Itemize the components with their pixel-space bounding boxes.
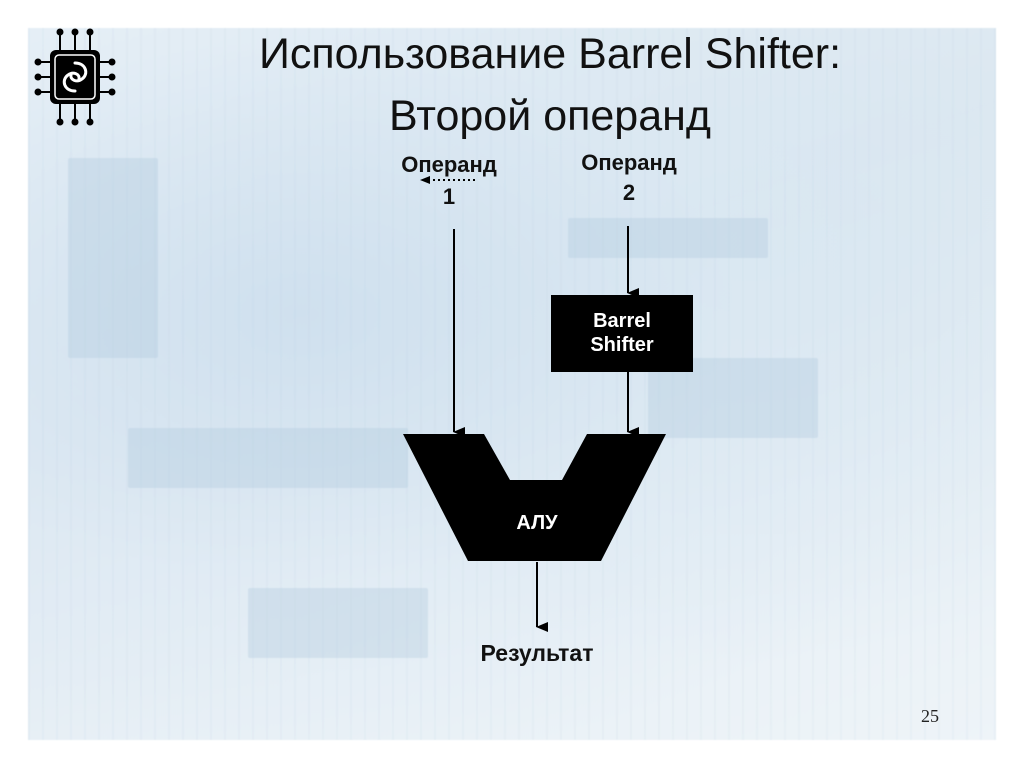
operand1-dotted-marker-head — [420, 176, 430, 184]
operand2-label: Операнд 2 — [554, 150, 704, 206]
page-number: 25 — [921, 706, 939, 726]
microchip-logo-icon — [34, 28, 116, 126]
operand1-label: Операнд 1 — [374, 152, 524, 210]
barrel-shifter-box — [551, 295, 693, 372]
barrel-shifter-label: Barrel Shifter — [552, 309, 692, 357]
barrel-shifter-label-line-2: Shifter — [590, 334, 654, 356]
slide-title-line-1: Использование Barrel Shifter: — [258, 30, 842, 78]
alu-label: АЛУ — [516, 512, 558, 534]
alu-shape — [403, 434, 666, 561]
operand2-label-line-1: Операнд — [581, 150, 677, 175]
circuit-board-background — [28, 28, 996, 740]
slide-title-line-2: Второй операнд — [389, 92, 711, 140]
result-label: Результат — [480, 640, 594, 666]
barrel-shifter-label-line-1: Barrel — [593, 310, 651, 332]
operand1-label-line-2: 1 — [442, 184, 456, 209]
operand1-label-line-1: Операнд — [401, 152, 497, 177]
operand2-label-line-2: 2 — [622, 180, 636, 205]
